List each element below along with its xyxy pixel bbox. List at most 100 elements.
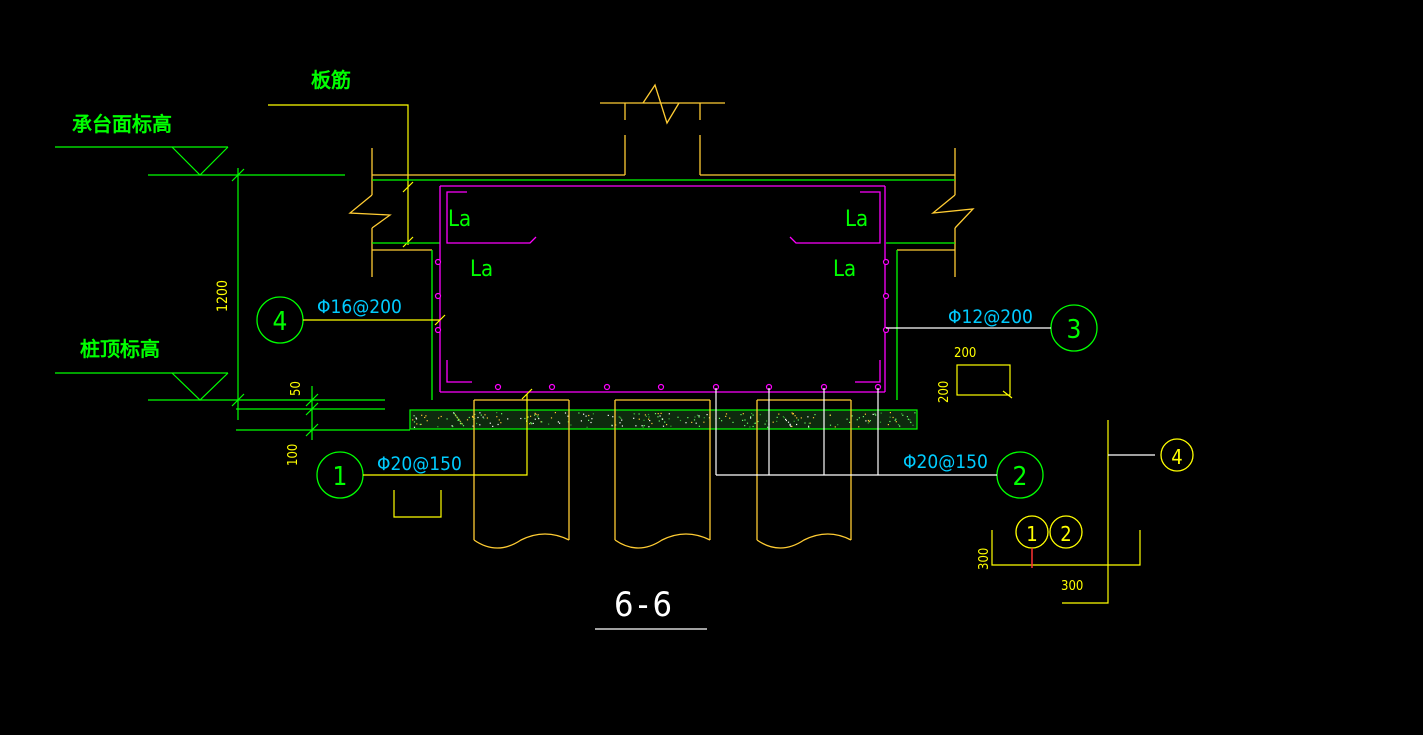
cushion-speckle-dot	[894, 419, 896, 421]
cushion-speckle-dot	[907, 418, 909, 420]
cushion-speckle-dot	[507, 418, 509, 420]
cushion-speckle-dot	[874, 413, 876, 415]
cushion-speckle-dot	[796, 417, 798, 419]
cushion-speckle-dot	[611, 425, 613, 427]
cushion-speckle-dot	[794, 415, 796, 417]
cushion-speckle-dot	[642, 426, 644, 428]
cushion-speckle-dot	[750, 417, 752, 419]
cushion-speckle-dot	[658, 420, 660, 422]
cushion-speckle-dot	[725, 415, 727, 417]
cushion-speckle-dot	[729, 417, 731, 419]
cushion-speckle-dot	[413, 426, 416, 428]
cushion-speckle-dot	[657, 413, 659, 415]
detail-tag-c: 4	[1171, 445, 1182, 469]
cushion-speckle-dot	[856, 419, 858, 421]
cushion-speckle-dot	[812, 417, 815, 419]
cushion-speckle-dot	[899, 425, 901, 427]
cushion-speckle-dot	[564, 412, 567, 414]
cushion-speckle-dot	[696, 414, 699, 416]
cushion-speckle-dot	[459, 420, 461, 422]
cushion-speckle-dot	[437, 426, 439, 428]
cushion-speckle-dot	[474, 413, 476, 415]
cap-height-dimension: 1200	[215, 280, 231, 312]
cushion-speckle-dot	[585, 415, 587, 417]
cushion-speckle-dot	[531, 423, 533, 425]
cushion-speckle-dot	[895, 418, 897, 420]
cushion-speckle-dot	[759, 414, 761, 416]
cushion-speckle-dot	[648, 416, 650, 418]
cushion-speckle-dot	[808, 425, 810, 427]
cushion-speckle-dot	[895, 421, 897, 423]
cushion-speckle-dot	[914, 412, 916, 414]
cushion-speckle-dot	[892, 416, 894, 419]
stirrup-height: 200	[937, 381, 952, 403]
cushion-speckle-dot	[461, 423, 463, 425]
cushion-speckle-dot	[909, 419, 911, 421]
cushion-speckle-dot	[872, 413, 874, 415]
cushion-speckle-dot	[451, 425, 453, 427]
cushion-speckle-dot	[687, 417, 689, 419]
cushion-speckle-dot	[880, 412, 882, 414]
cushion-speckle-dot	[412, 419, 414, 421]
cushion-speckle-dot	[662, 418, 664, 420]
cushion-speckle-dot	[670, 425, 672, 427]
cushion-speckle-dot	[740, 414, 742, 416]
cushion-speckle-dot	[718, 417, 721, 419]
cushion-speckle-dot	[471, 415, 474, 417]
cushion-speckle-dot	[638, 418, 640, 420]
cushion-speckle-dot	[633, 417, 635, 419]
cushion-speckle-dot	[753, 422, 756, 424]
cushion-speckle-dot	[644, 414, 646, 416]
cushion-speckle-dot	[415, 418, 418, 420]
height-dimension-lines	[231, 168, 319, 440]
cushion-speckle-dot	[425, 415, 427, 417]
cushion-speckle-dot	[454, 414, 456, 416]
rebar-callout-2: 2 Φ20@150	[716, 451, 1044, 499]
cushion-speckle-dot	[440, 415, 442, 418]
cushion-speckle-dot	[749, 426, 751, 428]
cushion-speckle-dot	[541, 421, 543, 423]
cushion-speckle-dot	[829, 424, 832, 426]
cushion-speckle-dot	[633, 413, 635, 415]
cushion-speckle-dot	[789, 424, 791, 426]
cushion-speckle-dot	[421, 414, 423, 416]
bar-tag-1: 1	[333, 462, 348, 492]
cushion-speckle-dot	[424, 416, 426, 419]
bar-shape-detail: 4 1 2 300 300	[977, 420, 1194, 604]
cushion-speckle-dot	[867, 422, 869, 424]
cushion-speckle-dot	[621, 425, 623, 427]
cushion-speckle-dot	[685, 422, 687, 424]
cushion-speckle-dot	[864, 413, 866, 415]
cushion-speckle-dot	[849, 421, 851, 423]
cushion-speckle-dot	[744, 419, 746, 421]
cushion-speckle-dot	[476, 422, 478, 425]
slab-and-cap-outline	[348, 83, 975, 277]
cushion-speckle-dot	[772, 421, 774, 423]
cushion-speckle-dot	[586, 426, 588, 428]
cushion-speckle-dot	[744, 425, 746, 427]
stirrup-width: 200	[954, 346, 976, 361]
cushion-speckle-dot	[607, 414, 609, 416]
cushion-speckle-dot	[785, 419, 787, 422]
cushion-speckle-dot	[643, 425, 645, 427]
cushion-speckle-dot	[578, 412, 580, 414]
cushion-speckle-dot	[703, 421, 705, 423]
cushion-speckle-dot	[778, 413, 780, 415]
cushion-speckle-dot	[472, 425, 474, 427]
cushion-speckle-dot	[906, 416, 908, 418]
cushion-speckle-dot	[706, 414, 708, 416]
cushion-speckle-dot	[776, 420, 778, 422]
cushion-speckle-dot	[638, 413, 640, 415]
cushion-speckle-dot	[797, 419, 799, 421]
pile-middle	[614, 399, 711, 549]
cushion-speckle-dot	[766, 420, 768, 422]
cushion-speckle-dot	[721, 420, 723, 422]
cushion-speckle-dot	[489, 422, 491, 424]
cushion-speckle-dot	[703, 417, 705, 419]
cushion-speckle-dot	[695, 422, 697, 424]
detail-tag-b: 2	[1060, 522, 1071, 546]
cushion-speckle-dot	[420, 423, 422, 425]
cushion-speckle-dot	[468, 416, 470, 419]
cushion-speckle-dot	[619, 422, 621, 424]
